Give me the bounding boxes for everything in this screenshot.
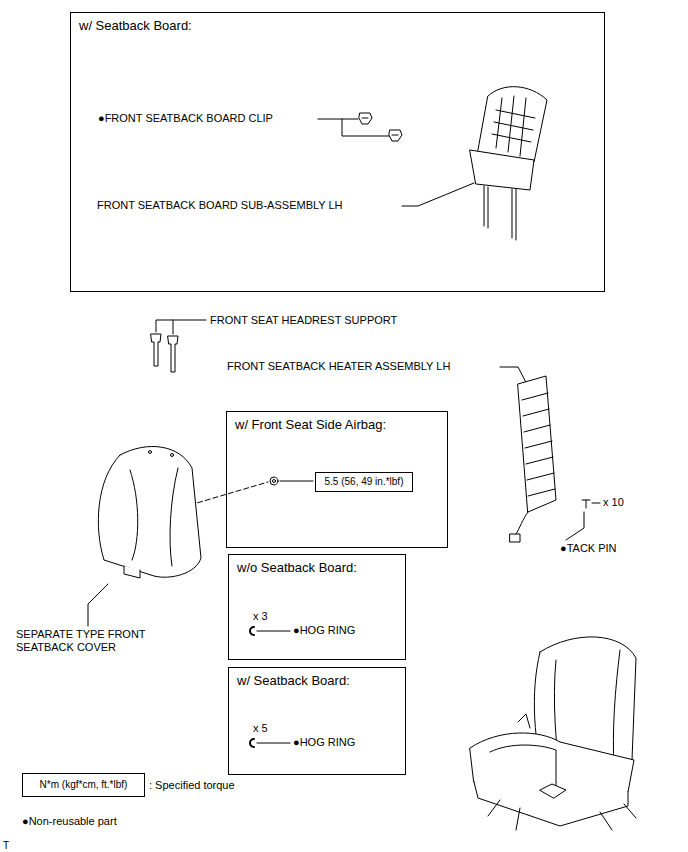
torque-nut xyxy=(270,477,278,485)
seatback-heater-part xyxy=(510,534,520,542)
part-name: ●HOG RING xyxy=(292,736,356,749)
part-name: FRONT SEATBACK HEATER ASSEMBLY LH xyxy=(226,360,451,373)
seatback-board-part xyxy=(484,186,516,240)
headrest-supports-part xyxy=(168,336,178,372)
leader-lines-part xyxy=(592,503,600,504)
quantity: x 3 xyxy=(252,610,269,623)
leader-lines-part xyxy=(280,481,313,482)
part-name: FRONT SEATBACK BOARD SUB-ASSEMBLY LH xyxy=(96,199,344,212)
torque-box: 5.5 (56, 49 in.*lbf) xyxy=(315,472,413,492)
front-seat-part xyxy=(540,784,566,798)
seatback-cover-part xyxy=(130,468,178,566)
condition-heading: w/o Seatback Board: xyxy=(237,561,397,576)
seatback-cover-part xyxy=(171,454,174,457)
hog-ring-symbols-part xyxy=(250,627,254,635)
figure-mark: T xyxy=(2,839,10,852)
condition-heading: w/ Seatback Board: xyxy=(79,19,596,34)
tack-pin xyxy=(582,500,590,508)
note-text: ●Non-reusable part xyxy=(21,815,118,828)
leader-lines-part xyxy=(318,119,358,120)
torque-nut-part xyxy=(270,477,278,485)
condition-box: w/ Seatback Board: xyxy=(70,12,605,292)
leader-lines-part xyxy=(173,320,174,334)
leader-lines-part xyxy=(257,743,290,744)
condition-box: w/ Front Seat Side Airbag: 5.5 (56, 49 in… xyxy=(226,411,448,548)
hog-ring-symbols-part xyxy=(250,739,254,747)
seatback-heater-part xyxy=(522,393,555,496)
leader-lines-part xyxy=(566,512,584,540)
seatback-heater-part xyxy=(516,512,528,534)
seatback-heater-part xyxy=(518,376,556,512)
seatback-board-clips-part xyxy=(389,130,402,141)
legend-text: : Specified torque xyxy=(148,779,236,792)
torque-value: N*m (kgf*cm, ft.*lbf) xyxy=(40,779,128,791)
seatback-cover-part xyxy=(149,451,152,454)
seatback-cover xyxy=(98,446,201,578)
seatback-board-part xyxy=(470,150,534,190)
headrest-supports-part xyxy=(151,334,161,366)
tack-pin-part xyxy=(582,500,590,508)
condition-heading: w/ Seatback Board: xyxy=(237,674,397,689)
torque-nut-part xyxy=(273,480,276,483)
front-seat xyxy=(470,637,636,830)
quantity: x 5 xyxy=(252,722,269,735)
part-name: ●TACK PIN xyxy=(559,542,618,555)
torque-legend-box: N*m (kgf*cm, ft.*lbf) xyxy=(22,773,145,797)
front-seat-part xyxy=(518,714,530,728)
leader-lines-part xyxy=(257,631,290,632)
condition-box: w/o Seatback Board: xyxy=(228,554,406,660)
leader-lines-part xyxy=(88,584,108,626)
seatback-board-clips-part xyxy=(362,118,368,119)
condition-box: w/ Seatback Board: xyxy=(228,667,406,775)
headrest-supports xyxy=(151,334,178,372)
part-name: ●FRONT SEATBACK BOARD CLIP xyxy=(97,112,274,125)
part-name: FRONT SEAT HEADREST SUPPORT xyxy=(209,314,398,327)
part-name: SEPARATE TYPE FRONT SEATBACK COVER xyxy=(15,628,167,654)
seatback-cover-part xyxy=(124,566,140,578)
seatback-board-clips-part xyxy=(392,135,398,136)
quantity: x 10 xyxy=(602,496,625,509)
seatback-cover-part xyxy=(98,446,201,577)
seatback-board-clips-part xyxy=(359,113,372,124)
seatback-board xyxy=(470,87,547,240)
seatback-heater xyxy=(510,376,556,542)
leader-lines-part xyxy=(156,320,206,332)
torque-value: 5.5 (56, 49 in.*lbf) xyxy=(325,476,404,488)
part-name: ●HOG RING xyxy=(292,624,356,637)
leader-lines-part xyxy=(402,183,474,206)
leader-lines-part xyxy=(190,482,268,505)
seatback-board-clips xyxy=(359,113,402,141)
seatback-board-part xyxy=(478,87,547,162)
condition-heading: w/ Front Seat Side Airbag: xyxy=(235,418,439,433)
seatback-board-part xyxy=(492,96,535,156)
front-seat-part xyxy=(488,800,636,830)
